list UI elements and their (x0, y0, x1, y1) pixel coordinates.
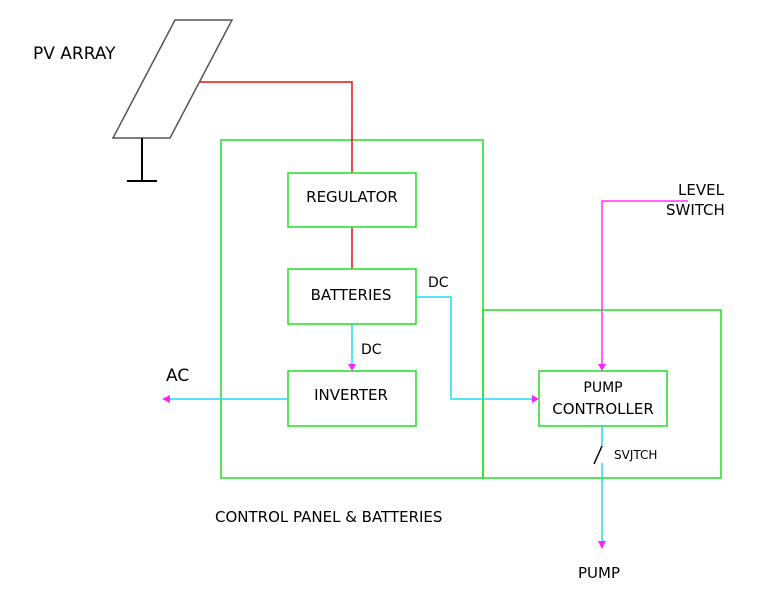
pump-controller-label-line1: PUMP (583, 380, 622, 396)
arrowhead-inverter (348, 364, 356, 371)
batteries-label: BATTERIES (311, 286, 392, 304)
inverter-label: INVERTER (314, 386, 388, 404)
ac-label: AC (166, 366, 189, 386)
switch-label: SVJTCH (614, 448, 657, 462)
pump-label: PUMP (578, 564, 620, 582)
batteries-to-controller-dc-wire (416, 296, 532, 400)
arrowhead-ac (162, 395, 170, 403)
dc-label-inverter: DC (361, 342, 382, 358)
regulator-box (287, 172, 417, 228)
level-switch-label-line2: SWITCH (666, 201, 725, 219)
level-switch-label-line1: LEVEL (678, 181, 725, 199)
level-switch-wire (601, 200, 688, 364)
pv-array-panel (111, 19, 234, 182)
control-panel-label: CONTROL PANEL & BATTERIES (215, 508, 442, 526)
switch-blade (593, 445, 603, 465)
arrowhead-controller (532, 395, 539, 403)
pv-array-label: PV ARRAY (33, 44, 116, 64)
pv-to-regulator-wire (200, 81, 353, 173)
pump-controller-label-line2: CONTROLLER (552, 400, 654, 418)
regulator-label: REGULATOR (306, 188, 398, 206)
dc-label-controller: DC (428, 275, 449, 291)
arrowhead-pump (598, 541, 606, 549)
pv-panel-shape (111, 19, 234, 139)
arrowhead-level (598, 364, 606, 371)
pump-controller-box (538, 370, 668, 427)
